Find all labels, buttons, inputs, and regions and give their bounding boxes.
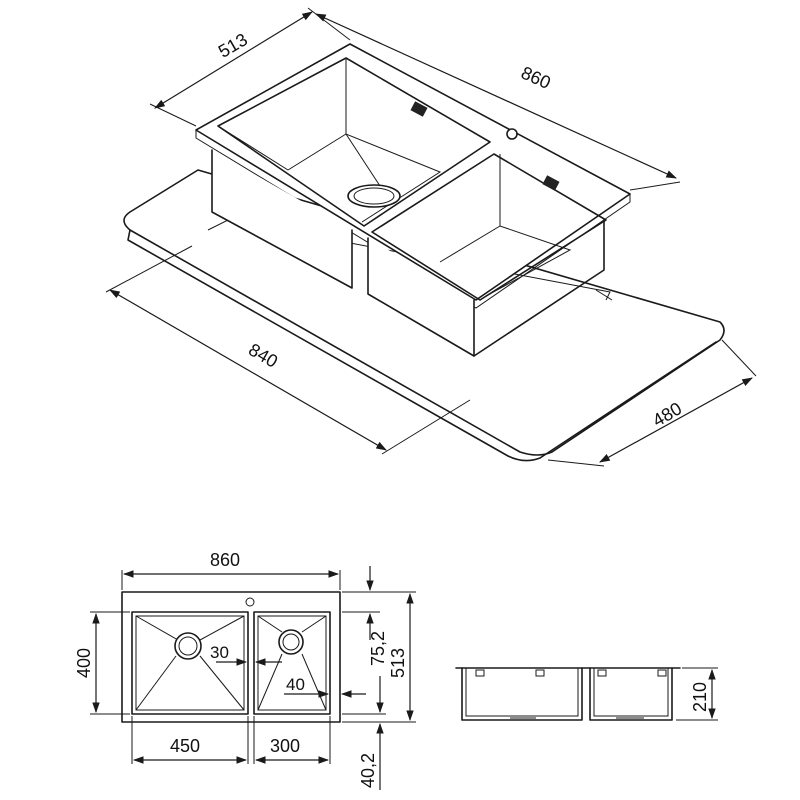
dim-label-400: 400 [74,648,94,678]
section-right-bowl [589,667,673,721]
dim-label-860-plan: 860 [210,550,240,570]
dim-400: 400 [74,611,130,715]
dim-label-40-2: 40,2 [358,753,378,788]
dim-860-plan: 860 [121,550,341,590]
dim-450-300: 450 300 [131,716,331,764]
dim-label-513-plan: 513 [388,648,408,678]
plan-outer-plate [121,591,341,723]
dim-label-480: 480 [649,398,685,430]
dim-label-30: 30 [210,643,229,662]
plan-left-bowl [131,611,249,715]
dim-40: 40 [284,675,366,698]
right-bowl [367,128,607,357]
dim-label-40: 40 [286,675,305,694]
dim-label-450: 450 [170,736,200,756]
section-view: 210 [455,667,718,721]
dim-label-210: 210 [690,682,710,712]
dim-label-75-2: 75,2 [368,631,388,666]
dim-label-860-iso: 860 [518,63,554,93]
section-left-bowl [461,667,583,721]
dim-label-513: 513 [215,29,251,61]
isometric-view: 513 860 840 480 [105,7,757,467]
dim-30: 30 [210,643,282,666]
dim-label-300: 300 [270,736,300,756]
plan-view: 860 400 30 40 450 [74,550,416,790]
plan-right-bowl [253,611,331,715]
tap-hole [245,597,255,607]
dim-210: 210 [676,667,718,721]
dim-right-stack: 75,2 513 40,2 [342,566,416,790]
dim-label-840: 840 [245,339,281,371]
